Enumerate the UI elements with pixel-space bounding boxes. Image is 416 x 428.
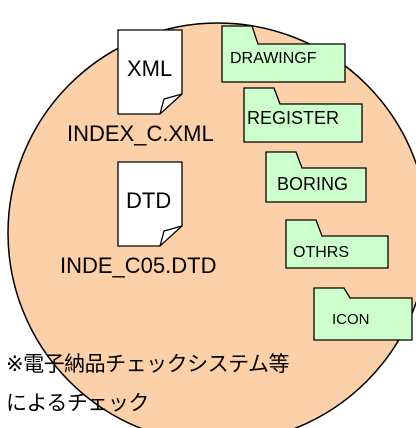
folder-icon [243, 87, 363, 143]
folder-label-drawingf: DRAWINGF [230, 50, 317, 67]
folder-label-othrs: OTHRS [293, 244, 349, 261]
folder-label-register: REGISTER [247, 108, 340, 128]
folder-label-icon: ICON [332, 311, 370, 328]
folder-icon [221, 25, 346, 83]
dtd-icon-text: DTD [126, 188, 172, 213]
check-note-line-2: によるチェック [6, 391, 149, 415]
check-note-line-1: ※電子納品チェックシステム等 [6, 352, 289, 376]
folder-label-boring: BORING [277, 174, 349, 194]
folder-icon [313, 287, 413, 341]
folder-icon [285, 219, 389, 269]
xml-icon-text: XML [127, 56, 173, 81]
dtd-filename: INDE_C05.DTD [60, 253, 217, 278]
xml-filename: INDEX_C.XML [67, 121, 214, 146]
folder-icon [265, 151, 367, 203]
dtd-document-icon [117, 161, 183, 247]
xml-document-icon [117, 29, 183, 115]
